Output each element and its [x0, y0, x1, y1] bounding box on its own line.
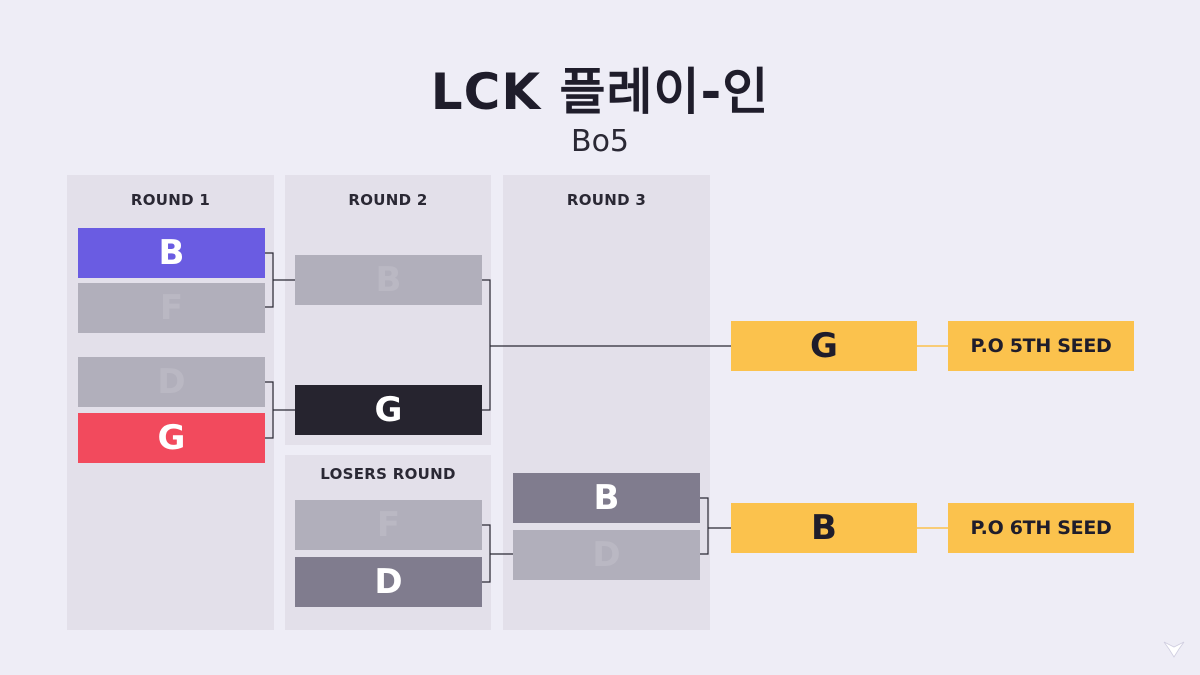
round2-team-top: B — [295, 255, 482, 305]
connector-r1m2 — [265, 381, 274, 439]
round1-match2-team-bottom: G — [78, 413, 265, 463]
round2-team-bottom: G — [295, 385, 482, 435]
page-title: LCK 플레이-인 — [430, 63, 770, 121]
losers-team-top: F — [295, 500, 482, 550]
round3-team-bottom: D — [513, 530, 700, 580]
round3-label: ROUND 3 — [566, 191, 647, 209]
round1-match1-team-top: B — [78, 228, 265, 278]
connector-r2 — [482, 279, 491, 411]
losers-team-bottom: D — [295, 557, 482, 607]
round1-label: ROUND 1 — [130, 191, 211, 209]
connector-r1m1 — [265, 252, 274, 308]
round1-match2-team-top: D — [78, 357, 265, 407]
seed6-team: B — [731, 503, 917, 553]
match-format: Bo5 — [570, 124, 630, 159]
seed6-label: P.O 6TH SEED — [948, 503, 1134, 553]
connector-losers — [482, 524, 491, 583]
lck-logo-icon — [1163, 641, 1185, 658]
seed5-team: G — [731, 321, 917, 371]
round2-label: ROUND 2 — [348, 191, 428, 209]
round3-team-top: B — [513, 473, 700, 523]
round1-match1-team-bottom: F — [78, 283, 265, 333]
connector-r3 — [700, 497, 709, 555]
losers-round-label: LOSERS ROUND — [320, 465, 456, 483]
seed5-label: P.O 5TH SEED — [948, 321, 1134, 371]
